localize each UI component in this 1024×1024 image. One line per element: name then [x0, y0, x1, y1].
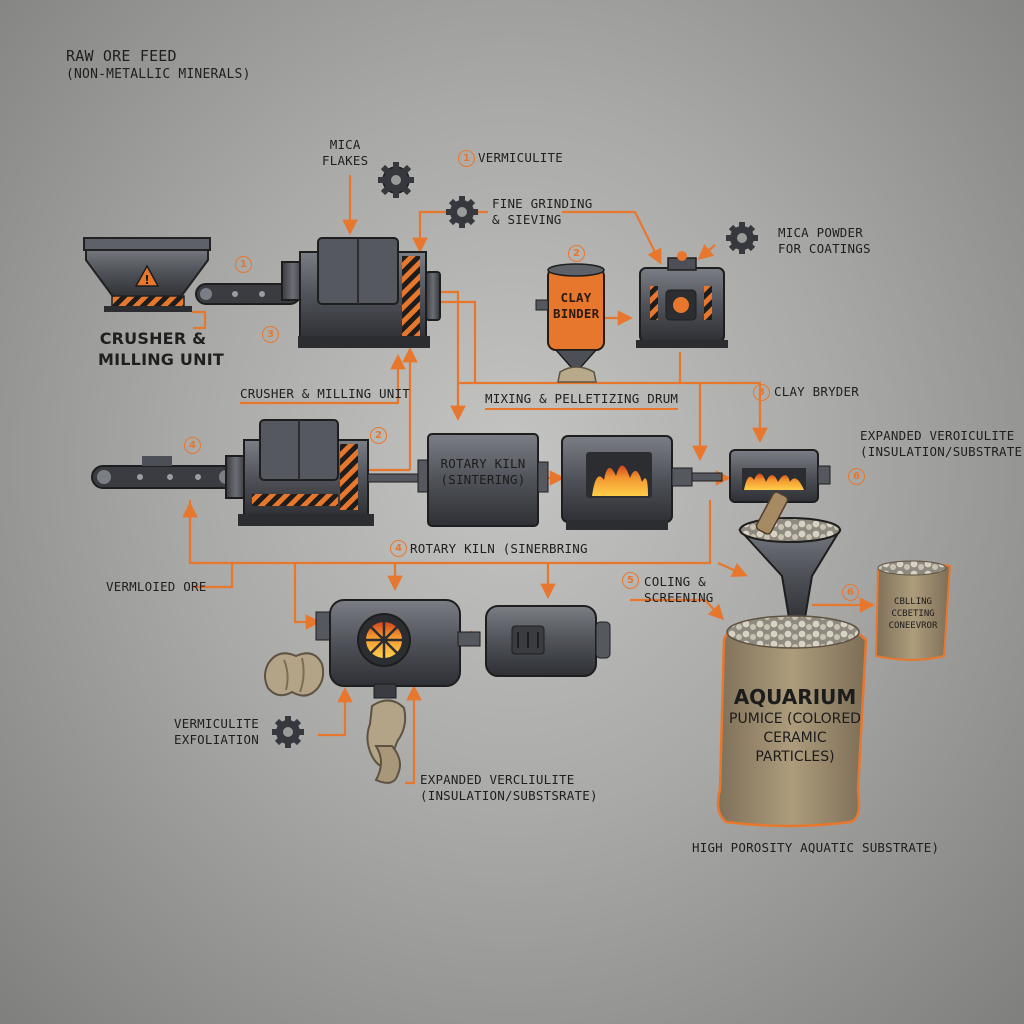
gear-icon — [272, 716, 304, 748]
rotary-kiln-box — [417, 433, 549, 527]
clay-binder-line-1: CLAY — [560, 290, 592, 305]
mica-flakes-line-2: FLAKES — [322, 153, 369, 168]
label-coling-screening: COLING & SCREENING — [644, 574, 714, 606]
rotary-kiln-box-line-2: (SINTERING) — [440, 472, 526, 487]
label-crusher-milling-big: CRUSHER & MILLING UNIT — [98, 328, 224, 370]
gear-icon — [446, 196, 478, 228]
label-fine-grinding: FINE GRINDING & SIEVING — [492, 196, 592, 228]
step-number: 3 — [753, 384, 770, 401]
expanded-veroiculite-line-1: EXPANDED VEROICULITE — [860, 428, 1015, 443]
step-number: 1 — [235, 256, 252, 273]
crusher-big-line-2: MILLING UNIT — [98, 350, 224, 369]
step-number: 6 — [842, 584, 859, 601]
sintering-kiln — [561, 435, 723, 530]
step-number: 5 — [622, 572, 639, 589]
screening-funnel — [738, 491, 842, 625]
mica-powder-line-1: MICA POWDER — [778, 225, 863, 240]
fine-grinding-line-1: FINE GRINDING — [492, 196, 593, 211]
label-mica-powder: MICA POWDER FOR COATINGS — [778, 225, 871, 257]
label-clay-binder: CLAY BINDER — [553, 290, 599, 322]
crusher-big-line-1: CRUSHER & — [99, 329, 207, 348]
small-bag-label: CBLLING CCBETING CONEEVROR — [878, 596, 948, 632]
label-expanded-veroiculite: EXPANDED VEROICULITE (INSULATION/SUBSTRA… — [860, 428, 1024, 460]
small-bag-line-1: CBLLING — [894, 597, 932, 607]
motor-unit — [485, 605, 611, 677]
conveyor-bag-small — [874, 560, 952, 661]
gear-icon — [726, 222, 758, 254]
label-mica-flakes: MICA FLAKES — [322, 137, 368, 169]
exfoliation-drum — [315, 599, 481, 699]
label-vermiculite-exfoliation: VERMICULITE EXFOLIATION — [174, 716, 259, 748]
exfoliation-line-2: EXFOLIATION — [174, 732, 259, 747]
label-vermiculite: VERMICULITE — [478, 150, 563, 165]
mica-powder-line-2: FOR COATINGS — [778, 241, 871, 256]
coling-line-1: COLING & — [644, 574, 706, 589]
step-number: 2 — [370, 427, 387, 444]
title-line-1: RAW ORE FEED — [66, 47, 177, 65]
fire-icon — [744, 473, 804, 490]
warning-icon — [134, 264, 160, 287]
label-expanded-vercliulite: EXPANDED VERCLIULITE (INSULATION/SUBSTSR… — [420, 772, 598, 804]
label-mixing-drum: MIXING & PELLETIZING DRUM — [485, 391, 679, 410]
vermiculite-pieces — [264, 652, 407, 784]
label-clay-bryder: CLAY BRYDER — [774, 384, 859, 399]
step-number: 2 — [568, 245, 585, 262]
coling-line-2: SCREENING — [644, 590, 714, 605]
fire-icon — [592, 465, 648, 496]
rotary-kiln-box-line-1: ROTARY KILN — [440, 456, 526, 471]
label-vermloied-ore: VERMLOIED ORE — [106, 579, 207, 594]
expanded-vercliulite-line-1: EXPANDED VERCLIULITE — [420, 772, 575, 787]
flow-arrows — [182, 175, 876, 785]
mica-flakes-line-1: MICA — [329, 137, 361, 152]
big-bag-line-3: CERAMIC PARTICLES) — [755, 730, 835, 765]
gear-icon — [378, 162, 414, 198]
cooling-kiln — [729, 449, 831, 503]
small-bag-line-3: CONEEVROR — [888, 621, 938, 631]
step-number: 6 — [848, 468, 865, 485]
step-number: 4 — [184, 437, 201, 454]
step-number: 4 — [390, 540, 407, 557]
pelletizing-press — [636, 251, 728, 348]
label-rotary-kiln-sinering: ROTARY KILN (SINERBRING — [410, 541, 588, 556]
step-number: 3 — [262, 326, 279, 343]
clay-binder-tank — [547, 263, 605, 383]
conveyor-bottom — [91, 456, 239, 489]
small-bag-line-2: CCBETING — [891, 609, 935, 619]
big-bag-line-1: AQUARIUM — [733, 685, 857, 709]
fine-grinding-line-2: & SIEVING — [492, 212, 562, 227]
expanded-veroiculite-line-2: (INSULATION/SUBSTRATE) — [860, 444, 1024, 459]
title-line-2: (NON-METALLIC MINERALS) — [66, 67, 251, 82]
crusher-hopper: ! — [83, 237, 211, 312]
crusher-milling-unit-top — [281, 237, 441, 348]
label-rotary-kiln-box: ROTARY KILN (SINTERING) — [432, 456, 534, 488]
big-bag-label: AQUARIUM PUMICE (COLORED CERAMIC PARTICL… — [724, 684, 866, 767]
svg-text:!: ! — [144, 273, 149, 287]
exfoliation-line-1: VERMICULITE — [174, 716, 259, 731]
step-number: 1 — [458, 150, 475, 167]
aquarium-substrate-bag — [716, 615, 868, 828]
expanded-vercliulite-line-2: (INSULATION/SUBSTSRATE) — [420, 788, 598, 803]
diagram-title: RAW ORE FEED (NON-METALLIC MINERALS) — [66, 46, 251, 84]
crusher-milling-unit-bottom — [225, 419, 429, 526]
clay-binder-line-2: BINDER — [553, 306, 600, 321]
label-crusher-milling-small: CRUSHER & MILLING UNIT — [240, 386, 410, 401]
big-bag-line-2: PUMICE (COLORED — [729, 711, 861, 727]
label-high-porosity: HIGH POROSITY AQUATIC SUBSTRATE) — [692, 840, 940, 855]
connector-pipe — [535, 299, 549, 311]
